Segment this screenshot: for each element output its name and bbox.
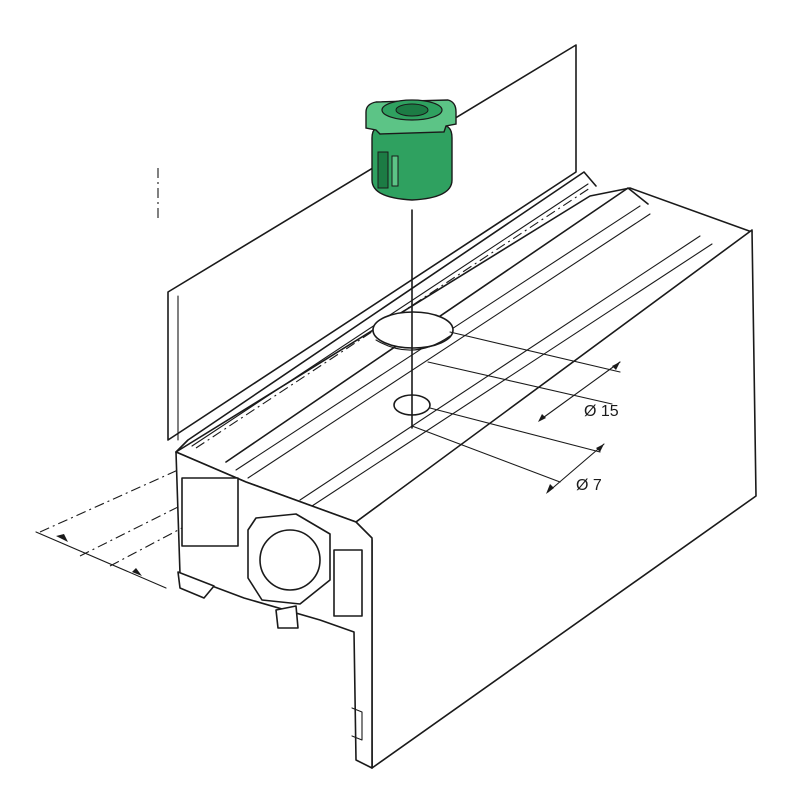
left-dimension [35,469,183,589]
small-bore-label: Ø 7 [576,477,602,494]
profile-end-section [175,451,373,769]
large-bore-label: Ø 15 [584,403,619,420]
bore-dimensions: Ø 15 Ø 7 [411,331,621,494]
green-insert-part [365,99,457,201]
large-bore-hole [372,311,454,349]
